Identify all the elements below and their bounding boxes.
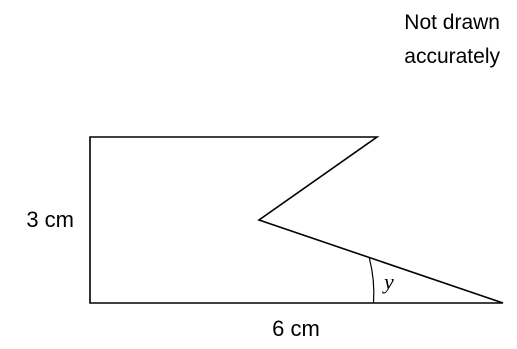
shape-outline <box>89 136 504 304</box>
angle-y-label: y <box>382 269 394 294</box>
angle-y-arc <box>368 258 375 304</box>
note-not-drawn: Not drawn <box>404 11 500 34</box>
note-accurately: accurately <box>404 45 500 68</box>
height-label: 3 cm <box>26 207 74 232</box>
base-label: 6 cm <box>272 316 320 341</box>
